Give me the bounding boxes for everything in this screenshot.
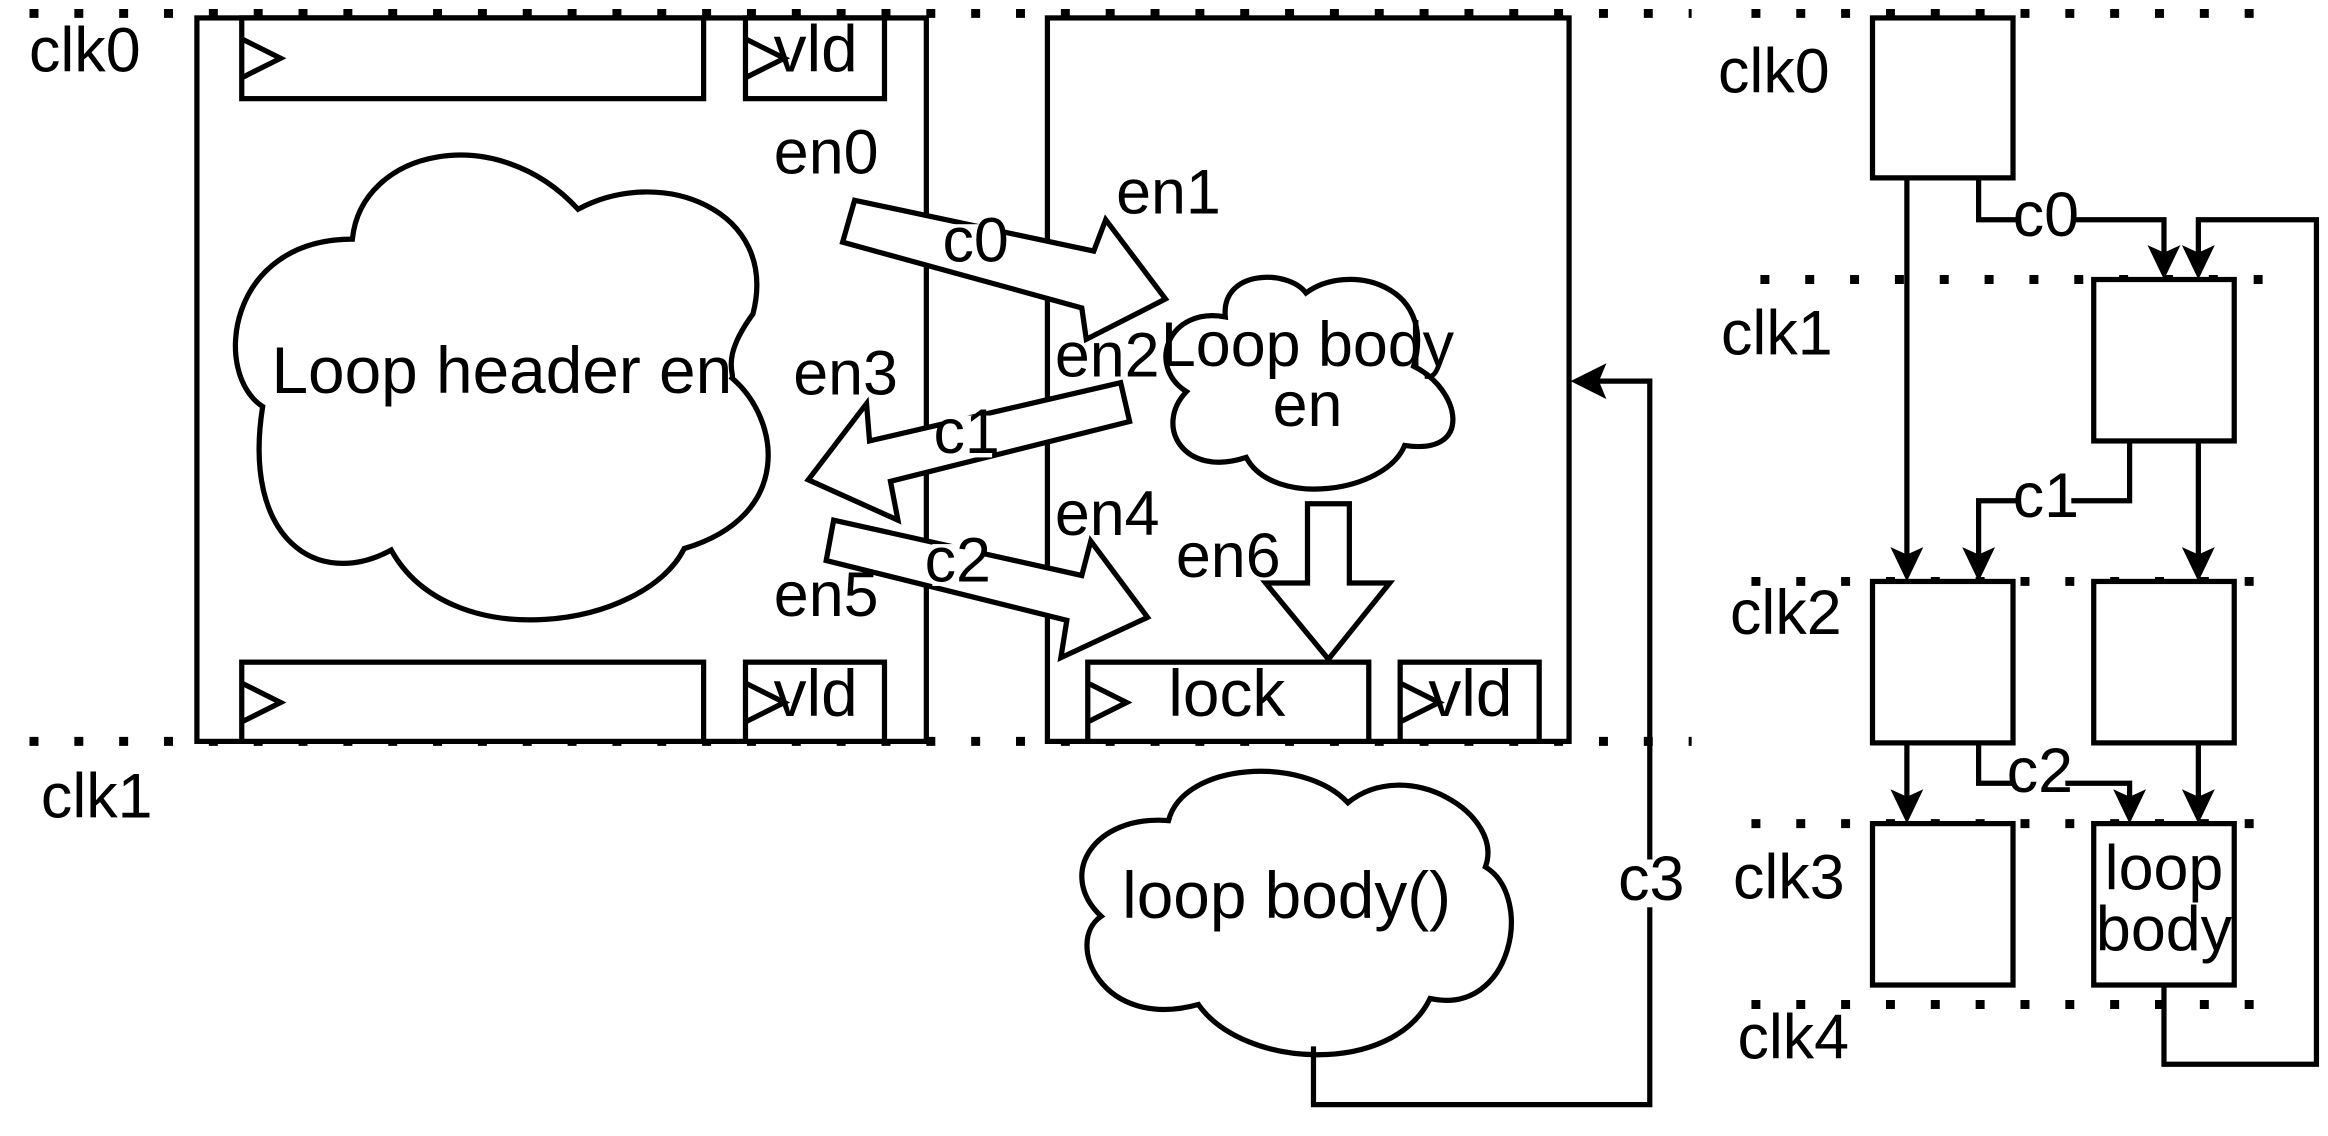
c0-label: c0: [943, 206, 1009, 276]
loop-body-call-label: loop body(): [1122, 858, 1451, 932]
en6-block-arrow: [1260, 501, 1396, 664]
header-top-register: [239, 15, 707, 102]
clk0-label: clk0: [29, 16, 141, 86]
c2-label-bg: [2014, 754, 2066, 797]
body-vld-register: [1397, 659, 1542, 745]
c3-label: c3: [1618, 844, 1684, 914]
vld-label: vld: [774, 656, 858, 730]
c0-label-bg: [950, 224, 1002, 267]
right-clk0-label: clk0: [1718, 37, 1830, 107]
stage-box: [1869, 15, 2016, 181]
stage-box: [1869, 820, 2016, 988]
clock-triangle-icon: [1398, 680, 1445, 725]
right-c2-label: c2: [2007, 736, 2073, 806]
loop-body-en-label: en: [1273, 370, 1343, 440]
loop-header-cloud: [232, 152, 771, 623]
en4-label: en4: [1055, 479, 1160, 549]
loop-body-stage-label: body: [2096, 895, 2233, 965]
en3-label: en3: [793, 339, 898, 409]
loop-body-call-cloud: [1079, 768, 1514, 1058]
stage-box: [1869, 578, 2016, 746]
loop-body-stage-box: [2091, 820, 2237, 988]
stage-box: [2091, 578, 2237, 746]
loop-body-en-cloud: [1163, 274, 1456, 492]
lock-register: [1085, 659, 1372, 745]
right-clk1-label: clk1: [1721, 298, 1833, 368]
vld-label: vld: [1428, 656, 1512, 730]
loop-body-en-label: Loop body: [1161, 310, 1455, 380]
arrowhead-icon: [1890, 789, 1924, 824]
c0-label-bg: [2020, 198, 2072, 241]
arrowhead-icon: [2181, 245, 2215, 280]
arrowhead-icon: [2113, 789, 2147, 824]
c1-label-bg: [941, 415, 993, 458]
arrowhead-icon: [1962, 547, 1996, 582]
c3-label-bg: [1622, 859, 1680, 908]
en1-label: en1: [1116, 158, 1221, 228]
c2-label: c2: [925, 525, 991, 595]
loop-header-cloud-label: Loop header en: [271, 333, 732, 407]
lock-label: lock: [1168, 656, 1285, 730]
c2-block-arrow: [823, 517, 1152, 663]
en6-label: en6: [1176, 521, 1281, 591]
c1-label: c1: [934, 397, 1000, 467]
arrowhead-icon: [2147, 245, 2181, 280]
c1-label-bg: [2020, 478, 2072, 521]
right-clk3-label: clk3: [1733, 842, 1845, 912]
c0-block-arrow: [839, 197, 1170, 344]
right-clk2-label: clk2: [1730, 578, 1842, 648]
clock-triangle-icon: [240, 36, 287, 81]
arrowhead-icon: [2181, 547, 2215, 582]
clk1-label: clk1: [41, 762, 153, 832]
c3-feedback-line: [1310, 378, 1653, 1108]
loop-body-stage-label: loop: [2105, 833, 2224, 903]
right-c1-label: c1: [2013, 461, 2079, 531]
stage-box: [2091, 276, 2237, 444]
clock-triangle-icon: [240, 680, 287, 725]
right-c0-label: c0: [2013, 180, 2079, 250]
feedback-connector-line: [2161, 217, 2320, 1067]
en0-label: en0: [774, 117, 879, 187]
arrowhead-icon: [1890, 547, 1924, 582]
header-top-vld-register: [742, 15, 888, 102]
en2-label: en2: [1055, 321, 1160, 391]
clock-triangle-icon: [744, 680, 791, 725]
right-clk4-label: clk4: [1737, 1002, 1849, 1072]
vld-label: vld: [774, 12, 858, 86]
clock-triangle-icon: [744, 36, 791, 81]
clock-triangle-icon: [1086, 680, 1133, 725]
arrowhead-icon: [1570, 363, 1607, 400]
header-bottom-vld-register: [742, 659, 888, 745]
header-bottom-register: [239, 659, 707, 745]
c2-label-bg: [932, 544, 984, 586]
en5-label: en5: [774, 560, 879, 630]
arrowhead-icon: [2181, 789, 2215, 824]
